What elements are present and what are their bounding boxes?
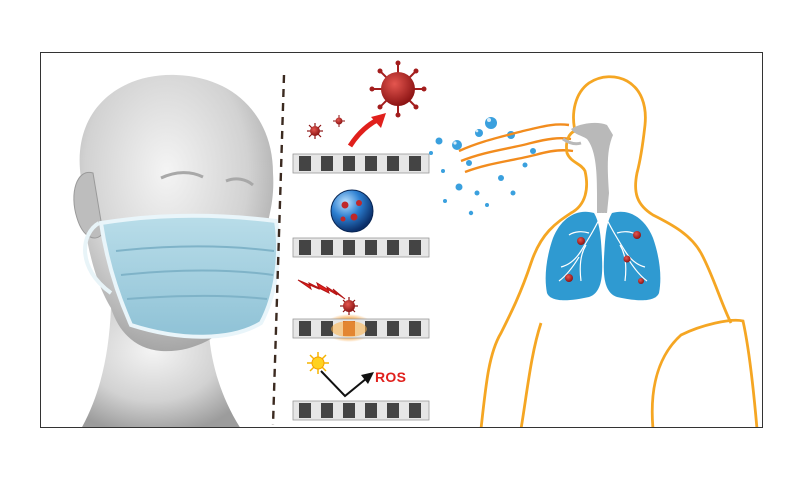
droplet-icon [443,199,447,203]
mask-pleat [115,245,275,252]
mask-pleat [120,269,274,276]
ros-label: ROS [375,369,407,385]
mask-diagram-svg [73,60,759,427]
virus-icon [577,237,585,245]
body-outline [479,75,733,427]
filter-layer-1 [292,153,430,174]
droplet-icon [510,190,516,196]
lightning-icon [297,279,346,300]
virus-icon [638,278,644,284]
sun-icon [307,352,329,374]
bronchi [558,212,648,282]
droplet-icon [474,190,480,196]
body-outline-left-arm [519,322,543,427]
droplet-icon [441,169,445,173]
arrow-icon [347,113,386,148]
droplet-icon [485,117,497,129]
droplet-icon [429,151,433,155]
right-lung [603,211,661,301]
filter-mechanisms [292,60,430,421]
ros-arrow-icon [320,370,374,398]
ear-loop [83,221,113,295]
head-with-mask [73,74,281,427]
filter-layer-3 [292,314,430,342]
left-lung [545,211,603,301]
filter-layer-2 [292,237,430,258]
surgical-mask [98,213,281,339]
brow-shape [160,171,204,180]
adsorbent-sphere [330,189,374,233]
droplet-icon [522,162,528,168]
virus-icon [307,123,323,139]
lung-viruses [565,231,644,284]
droplets [429,117,536,216]
figure-panel: ROS [40,52,763,428]
virus-icon [565,274,573,282]
ear-shape [73,171,104,239]
body-outline-right-arm [650,318,759,427]
droplet-icon [466,160,472,166]
human-body [479,75,759,427]
filter-layer-4 [292,400,430,421]
droplet-icon [435,137,443,145]
droplet-icon [530,148,536,154]
droplet-icon [455,183,463,191]
virus-icon [333,115,345,127]
mask-pleat [126,295,268,300]
droplet-icon [452,140,462,150]
brow-shape-right [225,177,254,187]
virus-icon [340,297,358,315]
droplet-icon [485,203,489,207]
droplet-icon [498,175,504,181]
trachea [571,122,613,213]
virus-icon [633,231,641,239]
virus-icon [623,255,631,263]
dashed-divider [271,74,286,426]
airflow-lines [458,123,574,174]
droplet-icon [468,210,474,216]
virus-icon [369,60,427,118]
